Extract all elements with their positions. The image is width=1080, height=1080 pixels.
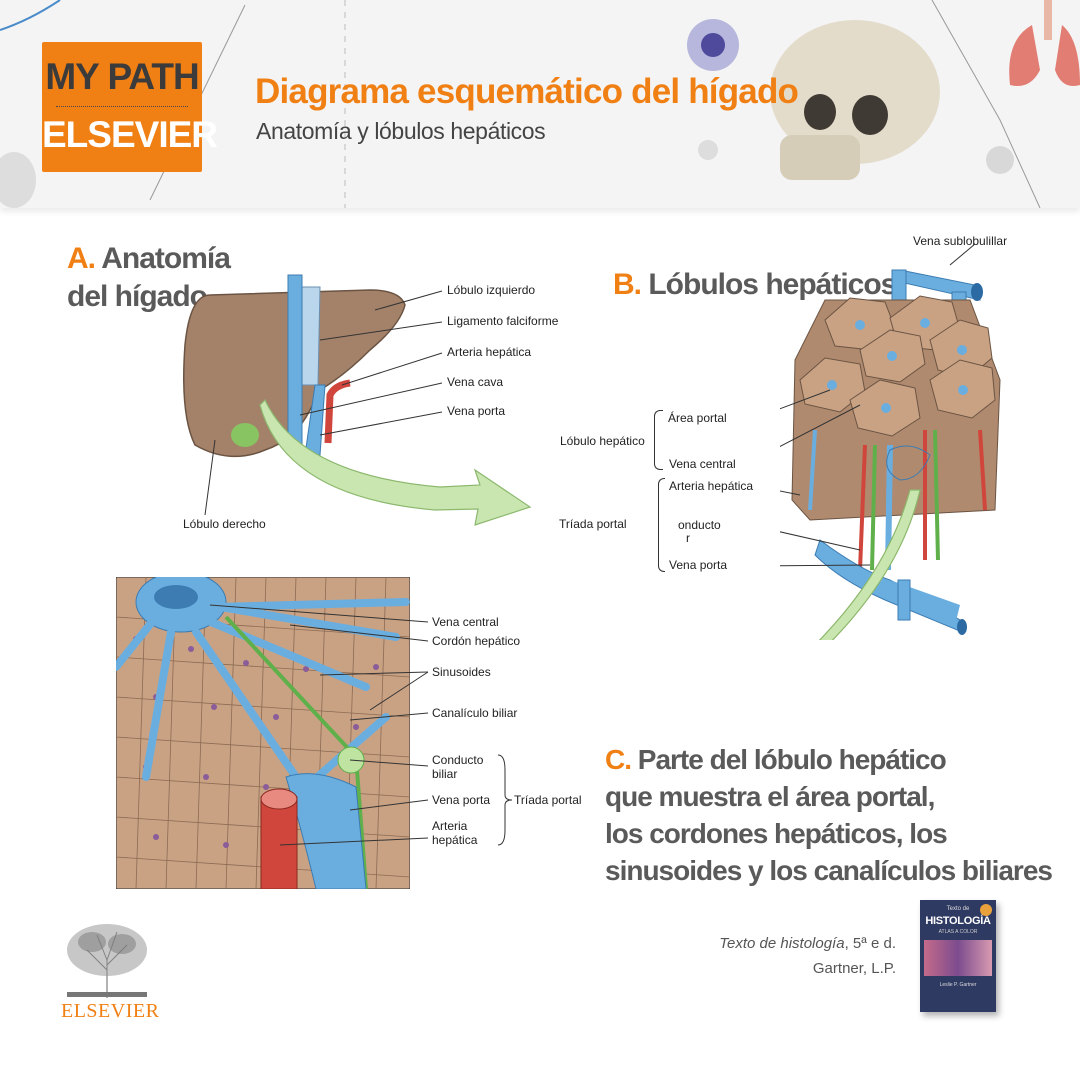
label-vena-sublobulillar: Vena sublobulillar (913, 234, 1008, 248)
section-a-line2: del hígado (67, 280, 208, 313)
book-cover-subtitle: ATLAS A COLOR (938, 929, 978, 935)
label-arteria-hepatica-b: Arteria hepática (669, 479, 754, 493)
header-banner: MY PATH ELSEVIER Diagrama esquemático de… (0, 0, 1080, 208)
reference-edition: , 5ª e d. (844, 935, 896, 952)
section-a-heading: A. Anatomía del hígado (67, 240, 231, 316)
label-lobulo-derecho: Lóbulo derecho (183, 517, 266, 531)
label-vena-central-c: Vena central (432, 615, 499, 629)
bracket-triada-c (497, 754, 513, 846)
label-ligamento-falciforme: Ligamento falciforme (447, 314, 559, 328)
label-vena-central-b: Vena central (669, 457, 736, 471)
hepatic-artery (324, 379, 351, 444)
label-arteria-hepatica-c-2: hepática (432, 833, 478, 847)
bracket-lobulo (654, 410, 663, 470)
hepatic-lobules-diagram (780, 243, 1001, 640)
portal-area-leaders (209, 604, 513, 846)
label-sinusoides: Sinusoides (432, 665, 491, 679)
book-cover-badge (980, 904, 992, 916)
lungs-image (1009, 0, 1080, 86)
label-vena-porta-a: Vena porta (447, 404, 506, 418)
my-path-logo[interactable]: MY PATH ELSEVIER (42, 42, 218, 172)
skull-image (770, 20, 940, 180)
vena-cava (287, 274, 303, 451)
label-vena-cava: Vena cava (447, 375, 504, 389)
gallbladder (231, 423, 259, 447)
label-area-portal: Área portal (668, 411, 727, 425)
reference-title: Texto de histología (719, 935, 845, 952)
bracket-triada-b (658, 478, 665, 572)
section-a-line1: Anatomía (101, 242, 231, 275)
logo-divider (56, 106, 188, 107)
arrow-a-to-b (259, 398, 532, 526)
book-cover-title: HISTOLOGÍA (925, 915, 991, 927)
section-b-letter: B. (613, 268, 642, 301)
label-canaliculo-biliar: Canalículo biliar (432, 706, 518, 720)
label-vena-porta-b: Vena porta (669, 558, 728, 572)
label-conducto-biliar-2: biliar (432, 767, 458, 781)
reference-line1: Texto de histología, 5ª e d. (640, 935, 896, 952)
label-lobulo-hepatico: Lóbulo hepático (560, 434, 645, 448)
label-triada-portal-b: Tríada portal (559, 517, 627, 531)
section-c-line3: los cordones hepáticos, los (605, 818, 948, 849)
section-c-heading: C. Parte del lóbulo hepático que muestra… (605, 741, 1053, 889)
section-c-line1: Parte del lóbulo hepático (637, 744, 947, 775)
label-vena-porta-c: Vena porta (432, 793, 491, 807)
book-cover-image (924, 940, 992, 976)
section-b-text: Lóbulos hepáticos (648, 268, 897, 301)
portal-area-diagram (116, 577, 410, 889)
page-subtitle: Anatomía y lóbulos hepáticos (256, 118, 546, 144)
section-b-heading: B. Lóbulos hepáticos (613, 266, 897, 304)
book-cover-author: Leslie P. Gartner (939, 982, 977, 988)
section-c-letter: C. (605, 744, 632, 775)
arrow-b-to-c (818, 489, 921, 640)
logo-text-bottom: ELSEVIER (42, 114, 218, 155)
label-cordon-hepatico: Cordón hepático (432, 634, 521, 648)
logo-text-top: MY PATH (45, 56, 199, 97)
label-lobulo-izquierdo: Lóbulo izquierdo (447, 283, 536, 297)
label-triada-portal-c: Tríada portal (514, 793, 582, 807)
label-arteria-hepatica-a: Arteria hepática (447, 345, 532, 359)
section-c-line4: sinusoides y los canalículos biliares (605, 855, 1053, 886)
falciform-ligament (299, 286, 321, 386)
reference-author: Gartner, L.P. (812, 960, 896, 977)
page-title: Diagrama esquemático del hígado (255, 72, 799, 111)
book-cover[interactable]: Texto de HISTOLOGÍA ATLAS A COLOR Leslie… (920, 900, 996, 1012)
label-conducto-biliar-1: Conducto (432, 753, 484, 767)
section-c-line2: que muestra el área portal, (605, 781, 935, 812)
header-decoration (0, 0, 1080, 208)
section-a-letter: A. (67, 242, 96, 275)
label-conducto-b-2: r (686, 531, 690, 545)
elsevier-tree-logo[interactable] (62, 920, 152, 1000)
hepatic-artery-detail (260, 796, 298, 889)
label-arteria-hepatica-c-1: Arteria (432, 819, 468, 833)
label-conducto-b: onducto (678, 518, 721, 532)
elsevier-wordmark: ELSEVIER (61, 1000, 160, 1022)
book-cover-small: Texto de (946, 906, 970, 912)
liver-anatomy-diagram (183, 274, 532, 526)
